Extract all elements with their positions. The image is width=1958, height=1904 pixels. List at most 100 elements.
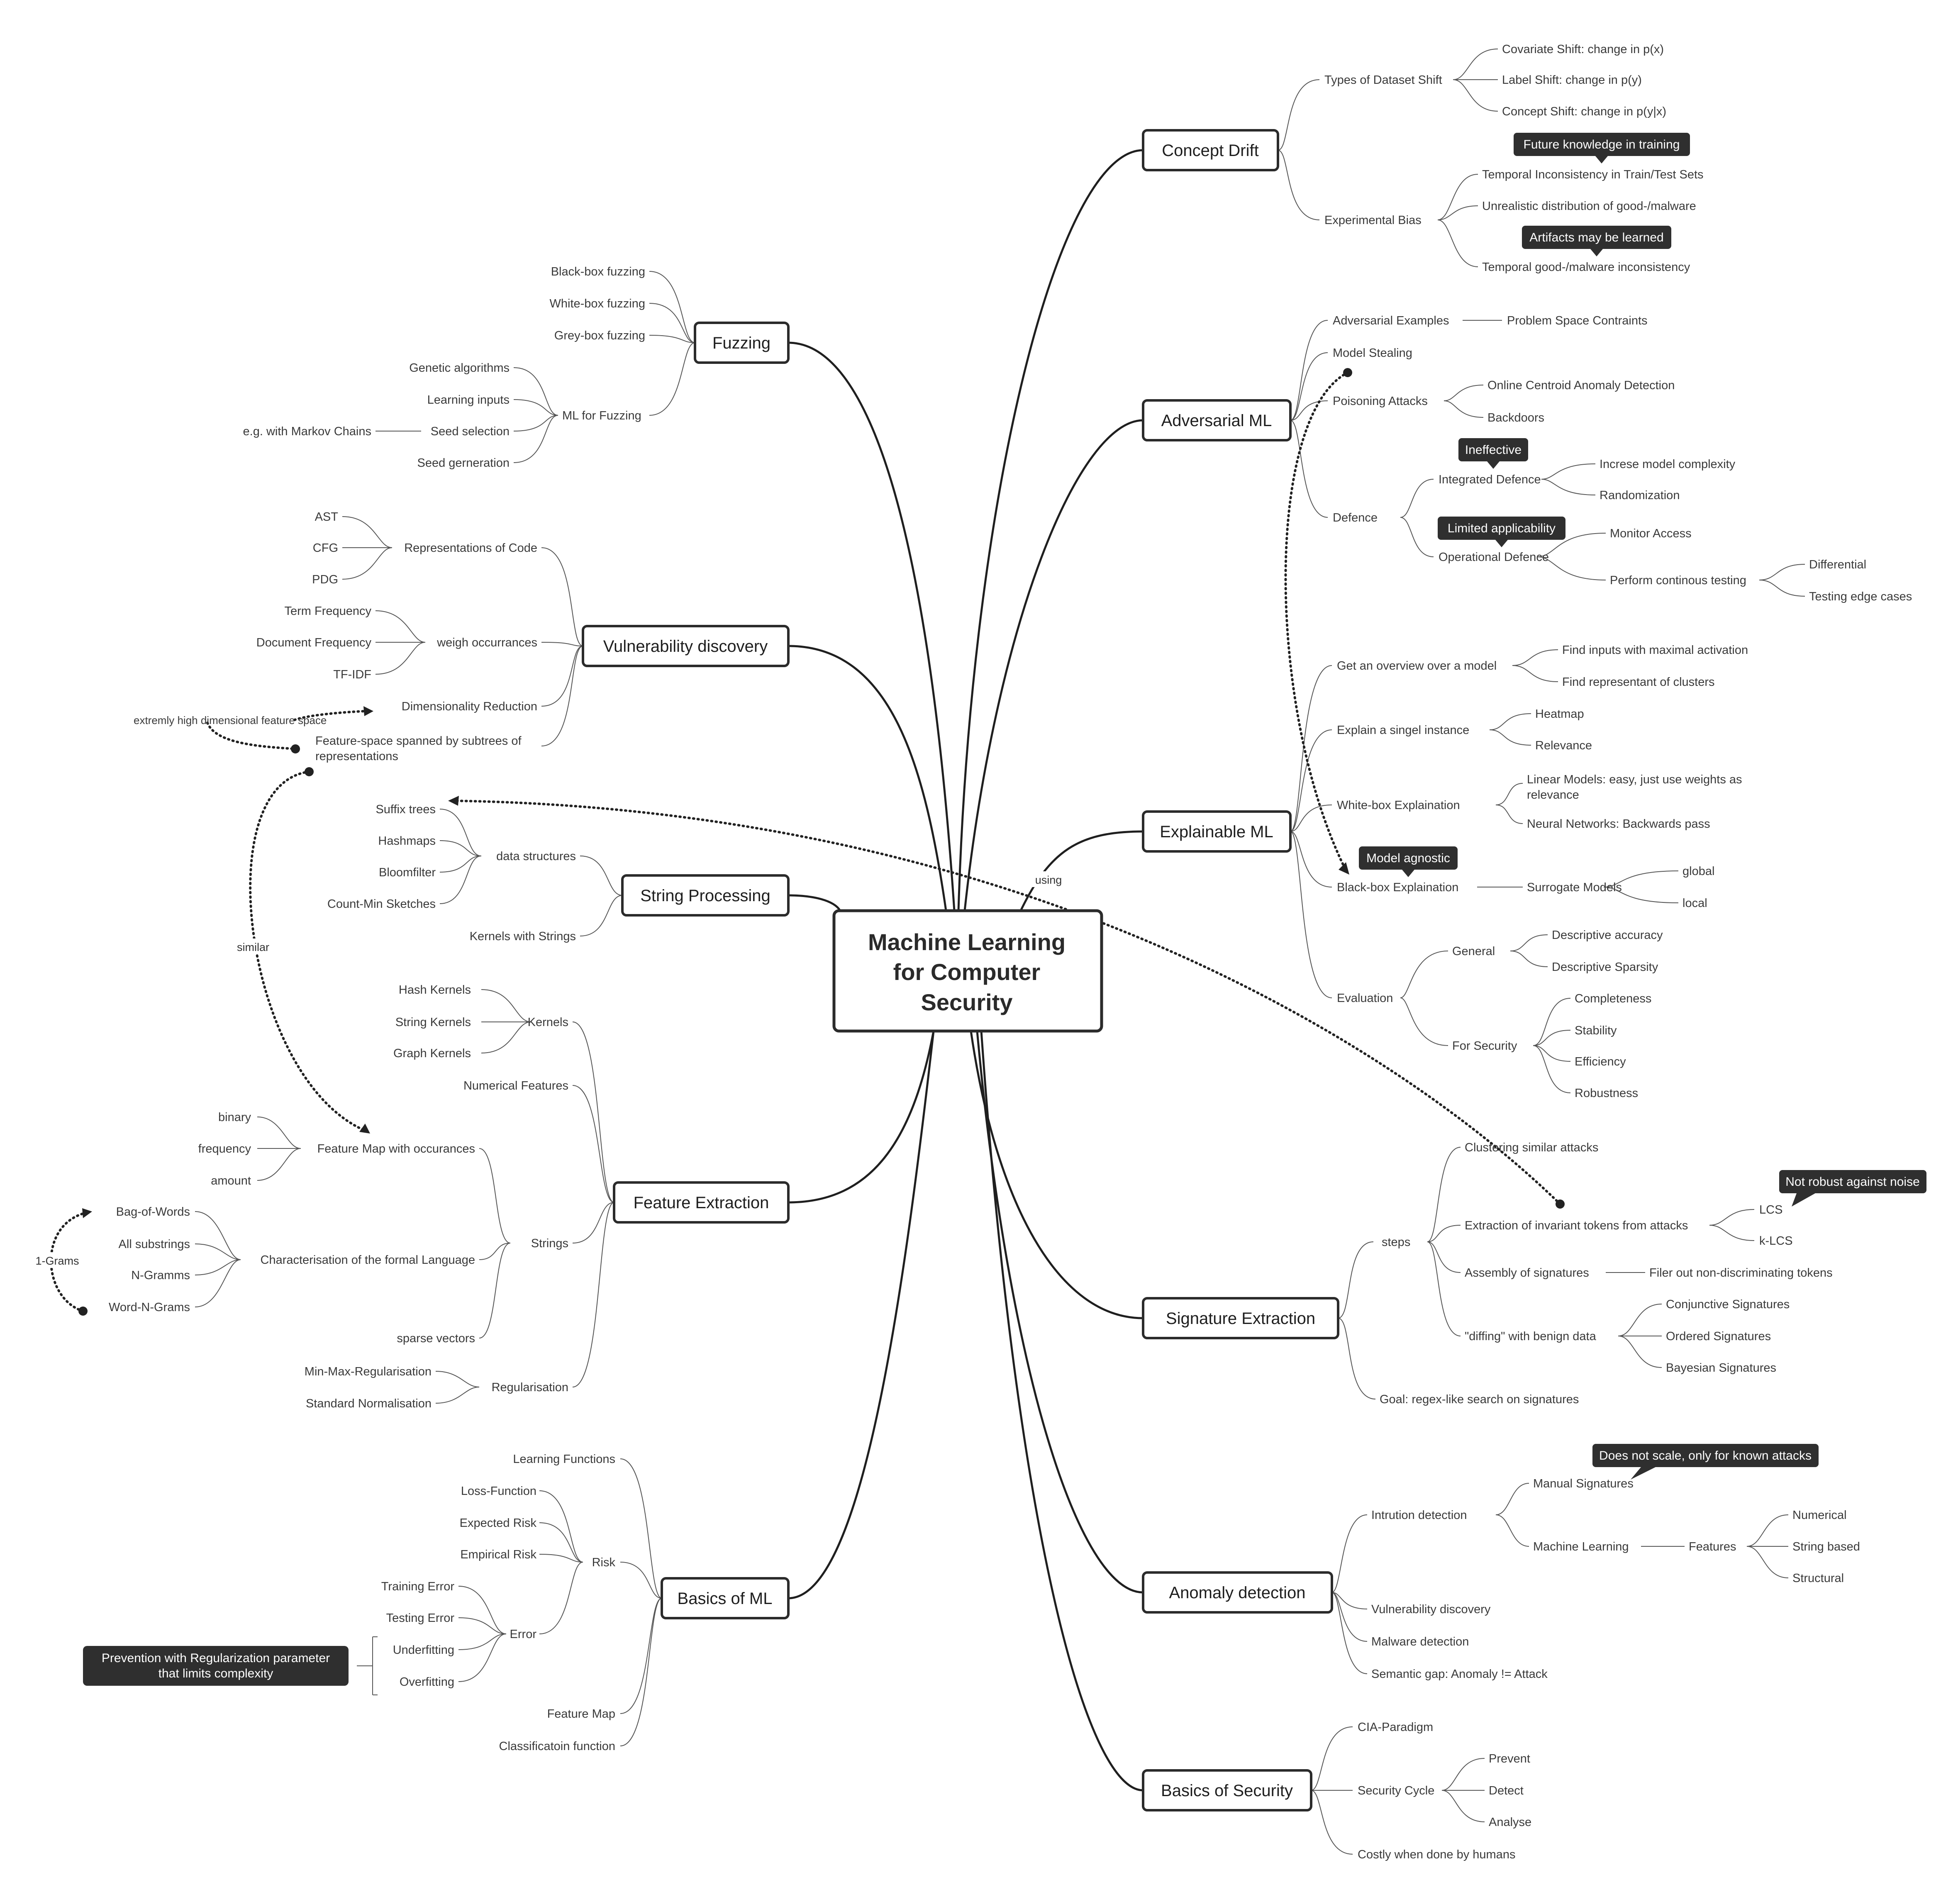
node-general: General (1452, 945, 1495, 958)
node-linear-models-line-1: Linear Models: easy, just use weights as (1527, 773, 1742, 786)
node-temporal-goodmal: Temporal good-/malware inconsistency (1482, 261, 1690, 274)
svg-text:Fuzzing: Fuzzing (712, 334, 771, 352)
svg-text:Basics of Security: Basics of Security (1161, 1782, 1293, 1800)
node-regex-goal: Goal: regex-like search on signatures (1380, 1393, 1579, 1406)
node-neural-networks: Neural Networks: Backwards pass (1527, 817, 1710, 831)
topic-basics-of-ml[interactable]: Basics of ML (661, 1577, 790, 1619)
relation-label-1-grams: 1-Grams (35, 1255, 79, 1267)
node-data-structures: data structures (496, 850, 576, 863)
node-conjunctive-signatures: Conjunctive Signatures (1666, 1298, 1790, 1311)
node-global: global (1682, 865, 1714, 878)
node-descriptive-sparsity: Descriptive Sparsity (1552, 961, 1658, 974)
node-ast: AST (315, 510, 339, 524)
node-ml-for-fuzzing: ML for Fuzzing (562, 409, 641, 422)
central-topic-line-2: for Computer (893, 959, 1041, 985)
central-topic[interactable]: Machine Learning for Computer Security (832, 909, 1103, 1033)
explainable-ml-subtopics: Get an overview over a model Find inputs… (1337, 644, 1748, 1100)
topic-basics-of-security[interactable]: Basics of Security (1142, 1769, 1312, 1811)
node-feature-map-occurances: Feature Map with occurances (317, 1142, 475, 1156)
svg-text:Prevention with Regularization: Prevention with Regularization parameter (102, 1651, 330, 1665)
topic-concept-drift[interactable]: Concept Drift (1142, 129, 1279, 171)
node-document-frequency: Document Frequency (256, 636, 372, 649)
node-concept-shift: Concept Shift: change in p(y|x) (1502, 105, 1666, 118)
node-stability: Stability (1575, 1024, 1617, 1037)
node-defence: Defence (1333, 511, 1378, 524)
node-centroid-detection: Online Centroid Anomaly Detection (1487, 379, 1675, 392)
node-representations-of-code: Representations of Code (404, 541, 537, 555)
node-bloomfilter: Bloomfilter (379, 866, 436, 879)
node-analyse: Analyse (1489, 1816, 1531, 1829)
topic-signature-extraction[interactable]: Signature Extraction (1142, 1297, 1339, 1339)
central-topic-line-1: Machine Learning (868, 929, 1066, 955)
node-kernels: Kernels (528, 1016, 568, 1029)
node-problem-space: Problem Space Contraints (1507, 314, 1648, 327)
svg-text:String Processing: String Processing (640, 887, 770, 905)
node-temporal-train-test: Temporal Inconsistency in Train/Test Set… (1482, 168, 1704, 181)
node-feature-space-line-2: representations (315, 750, 398, 763)
node-costly-humans: Costly when done by humans (1358, 1848, 1515, 1861)
topic-fuzzing[interactable]: Fuzzing (694, 322, 790, 364)
node-vulnerability-discovery-leaf: Vulnerability discovery (1371, 1603, 1491, 1616)
node-regularisation: Regularisation (492, 1381, 568, 1394)
node-amount: amount (211, 1174, 251, 1187)
node-term-frequency: Term Frequency (284, 605, 371, 618)
callout-prevention-regularization: Prevention with Regularization parameter… (83, 1646, 349, 1686)
svg-text:Artifacts may be learned: Artifacts may be learned (1529, 231, 1663, 244)
topic-anomaly-detection[interactable]: Anomaly detection (1142, 1571, 1333, 1614)
node-label-shift: Label Shift: change in p(y) (1502, 73, 1642, 87)
node-types-of-dataset-shift: Types of Dataset Shift (1324, 73, 1442, 87)
feature-extraction-subtopics: Kernels Hash Kernels String Kernels Grap… (109, 983, 568, 1410)
node-binary: binary (218, 1111, 251, 1124)
relation-using (451, 800, 1561, 1205)
callout-model-agnostic: Model agnostic (1359, 846, 1458, 877)
node-heatmap: Heatmap (1535, 707, 1584, 721)
node-machine-learning: Machine Learning (1533, 1540, 1629, 1553)
node-suffix-trees: Suffix trees (376, 803, 436, 816)
relation-high-dim (293, 710, 366, 721)
svg-text:Anomaly detection: Anomaly detection (1169, 1584, 1305, 1602)
node-formal-language: Characterisation of the formal Language (261, 1253, 475, 1267)
svg-text:Limited applicability: Limited applicability (1448, 522, 1556, 535)
node-hash-kernels: Hash Kernels (399, 983, 471, 997)
node-model-overview: Get an overview over a model (1337, 659, 1497, 673)
node-cia-paradigm: CIA-Paradigm (1358, 1721, 1433, 1734)
topic-explainable-ml[interactable]: Explainable ML (1142, 810, 1292, 853)
relation-similar (249, 770, 366, 1132)
node-count-min-sketches: Count-Min Sketches (327, 897, 436, 911)
node-blackbox-fuzzing: Black-box fuzzing (551, 265, 645, 278)
callout-limited-applicability: Limited applicability (1438, 517, 1565, 547)
topic-feature-extraction[interactable]: Feature Extraction (613, 1181, 790, 1224)
svg-text:Basics of ML: Basics of ML (678, 1590, 773, 1608)
signature-extraction-subtopics: steps Clustering similar attacks Extract… (1380, 1141, 1833, 1406)
node-semantic-gap: Semantic gap: Anomaly != Attack (1371, 1668, 1548, 1681)
node-k-lcs: k-LCS (1759, 1234, 1793, 1248)
topic-string-processing[interactable]: String Processing (621, 874, 790, 917)
node-lcs: LCS (1759, 1203, 1782, 1217)
node-dimensionality-reduction: Dimensionality Reduction (402, 700, 537, 713)
node-classification-function: Classificatoin function (499, 1740, 615, 1753)
svg-text:Explainable ML: Explainable ML (1160, 823, 1273, 841)
node-filter-tokens: Filer out non-discriminating tokens (1649, 1266, 1833, 1280)
relation-model-stealing-blackbox (1284, 371, 1349, 868)
node-sparse-vectors: sparse vectors (397, 1332, 475, 1345)
node-standard-normalisation: Standard Normalisation (306, 1397, 432, 1410)
node-linear-models-line-2: relevance (1527, 788, 1579, 802)
node-single-instance: Explain a singel instance (1337, 724, 1469, 737)
svg-text:Adversarial ML: Adversarial ML (1161, 412, 1272, 430)
relationship-lines (50, 368, 1565, 1316)
node-risk: Risk (592, 1556, 616, 1569)
node-word-n-grams: Word-N-Grams (109, 1301, 190, 1314)
node-empirical-risk: Empirical Risk (460, 1548, 536, 1561)
svg-text:Model agnostic: Model agnostic (1366, 851, 1450, 865)
node-robustness: Robustness (1575, 1087, 1638, 1100)
node-frequency: frequency (198, 1142, 251, 1156)
topic-adversarial-ml[interactable]: Adversarial ML (1142, 399, 1292, 441)
node-feature-space-line-1: Feature-space spanned by subtrees of (315, 734, 522, 748)
node-strings: Strings (531, 1237, 568, 1250)
node-integrated-defence: Integrated Defence (1439, 473, 1541, 486)
node-underfitting: Underfitting (393, 1643, 454, 1657)
node-efficiency: Efficiency (1575, 1055, 1626, 1068)
topic-vulnerability-discovery[interactable]: Vulnerability discovery (582, 625, 790, 667)
node-structural: Structural (1792, 1572, 1844, 1585)
